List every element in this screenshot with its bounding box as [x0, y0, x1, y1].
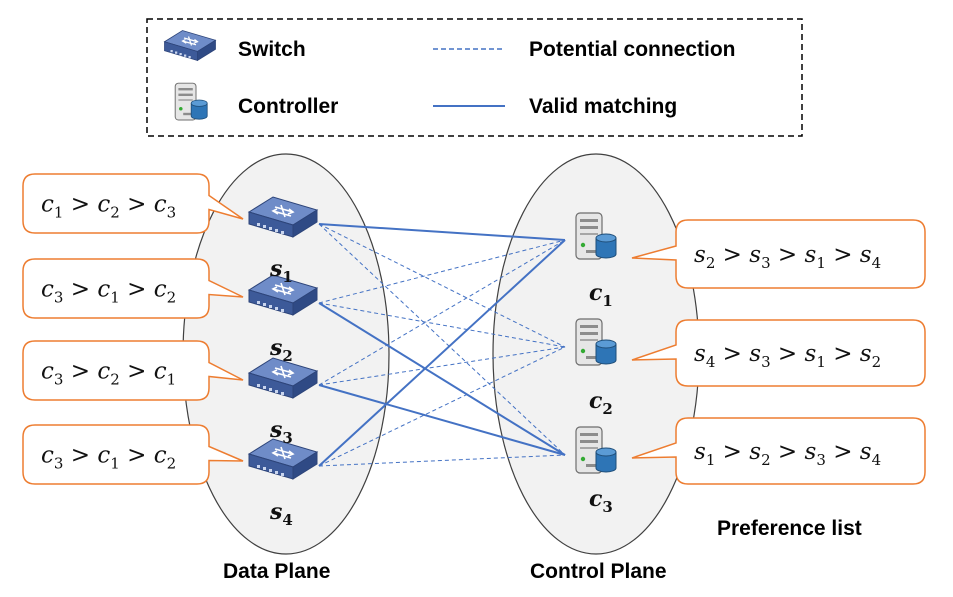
valid-matching-line-s2-c3 — [318, 302, 566, 456]
controller-label-c2: c2 — [589, 388, 613, 418]
controller-preference-c3-text: s1 > s2 > s3 > s4 — [694, 439, 881, 469]
controller-preference-c1-text: s2 > s3 > s1 > s4 — [694, 242, 881, 272]
potential-connection-line-s1-c2 — [318, 223, 566, 348]
switch-preference-s2: c3 > c1 > c2 — [22, 258, 244, 319]
switch-label-s3: s3 — [269, 417, 293, 447]
switch-preference-s2-text: c3 > c1 > c2 — [41, 277, 176, 307]
potential-connection-line-s4-c3 — [318, 454, 566, 467]
switch-preference-s4-bubble — [22, 424, 244, 485]
legend-switch-label: Switch — [238, 38, 306, 61]
connections — [318, 223, 566, 467]
switch-preference-s3: c3 > c2 > c1 — [22, 340, 244, 401]
switch-preference-s3-text: c3 > c2 > c1 — [41, 359, 176, 389]
controller-preference-c1-bubble — [631, 219, 926, 289]
controller-label-c3: c3 — [589, 486, 613, 516]
controller-label-c1: c1 — [589, 280, 613, 310]
controller-preference-c2: s4 > s3 > s1 > s2 — [631, 319, 926, 387]
switch-nodes: s1 s2 s3 s4 — [248, 196, 318, 529]
legend-potential-label: Potential connection — [529, 38, 736, 61]
switch-preference-s1-text: c1 > c2 > c3 — [41, 192, 176, 222]
potential-connection-line-s1-c3 — [318, 223, 566, 456]
legend-border — [146, 18, 803, 137]
controller-preference-c3-bubble — [631, 417, 926, 485]
switch-preference-s1-bubble — [22, 173, 244, 234]
legend-controller-label: Controller — [238, 95, 338, 118]
valid-matching-line-s3-c3 — [318, 384, 566, 456]
switch-preference-s3-bubble — [22, 340, 244, 401]
switch-label-s2: s2 — [269, 335, 293, 365]
data-plane-label: Data Plane — [223, 560, 330, 583]
valid-matching-line-s1-c1 — [318, 223, 566, 241]
valid-matching-line-s4-c1 — [318, 239, 566, 467]
switch-preference-s2-bubble — [22, 258, 244, 319]
potential-connection-line-s3-c1 — [318, 239, 566, 386]
legend: Switch Controller Potential connection V… — [146, 18, 803, 137]
switch-preference-s1: c1 > c2 > c3 — [22, 173, 244, 234]
preference-callouts: c1 > c2 > c3 c3 > c1 > c2 c3 > c2 > c1 c3 >… — [22, 173, 926, 485]
legend-valid-label: Valid matching — [529, 95, 677, 118]
preference-list-label: Preference list — [717, 517, 862, 540]
controller-preference-c2-bubble — [631, 319, 926, 387]
controller-nodes: c1 c2 c3 — [575, 212, 617, 516]
network-switch-icon — [163, 29, 217, 62]
switch-label-s4: s4 — [269, 499, 293, 529]
controller-preference-c1: s2 > s3 > s1 > s4 — [631, 219, 926, 289]
controller-preference-c3: s1 > s2 > s3 > s4 — [631, 417, 926, 485]
potential-connection-line-s2-c1 — [318, 239, 566, 304]
control-plane-label: Control Plane — [530, 560, 667, 583]
switch-preference-s4: c3 > c1 > c2 — [22, 424, 244, 485]
switch-preference-s4-text: c3 > c1 > c2 — [41, 443, 176, 473]
switch-label-s1: s1 — [269, 256, 293, 286]
potential-connection-line-s4-c2 — [318, 346, 566, 467]
server-database-icon — [174, 82, 208, 121]
controller-preference-c2-text: s4 > s3 > s1 > s2 — [694, 341, 881, 371]
